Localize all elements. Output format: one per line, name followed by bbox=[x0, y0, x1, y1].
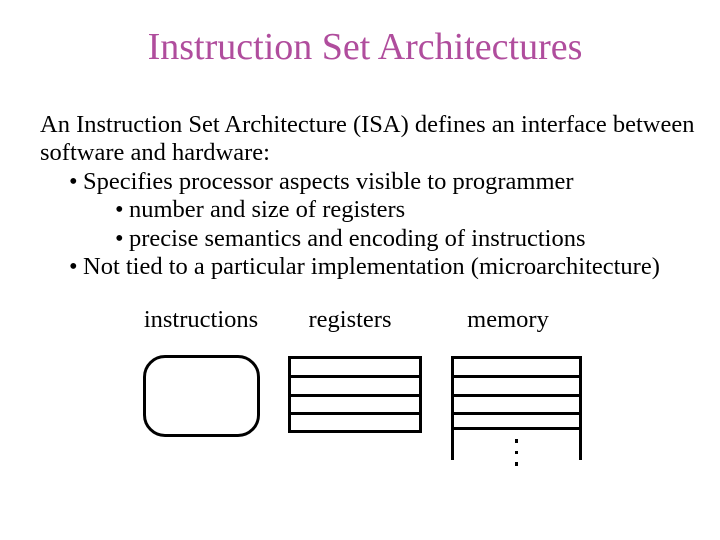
body-line-intro-2: software and hardware: bbox=[40, 139, 270, 167]
diagram-label-memory: memory bbox=[467, 306, 549, 333]
register-row-divider bbox=[288, 412, 422, 415]
bullet-marker: • bbox=[115, 224, 124, 252]
vertical-ellipsis-dot bbox=[514, 462, 518, 466]
instructions-shape bbox=[143, 355, 260, 437]
body-line-intro-1: An Instruction Set Architecture (ISA) de… bbox=[40, 111, 695, 138]
memory-row-line bbox=[451, 412, 582, 415]
memory-row-line bbox=[451, 394, 582, 397]
vertical-ellipsis-dot bbox=[514, 439, 518, 443]
memory-row-line bbox=[451, 356, 582, 359]
bullet-line: •Specifies processor aspects visible to … bbox=[40, 168, 710, 196]
diagram-label-registers: registers bbox=[308, 306, 392, 333]
bullet-text: number and size of registers bbox=[129, 196, 406, 224]
vertical-ellipsis-dot bbox=[514, 450, 518, 454]
bullet-text: precise semantics and encoding of instru… bbox=[129, 224, 586, 252]
memory-row-line bbox=[451, 375, 582, 378]
register-row-divider bbox=[288, 394, 422, 397]
memory-left-edge bbox=[451, 356, 454, 460]
register-row-divider bbox=[288, 375, 422, 378]
memory-row-line bbox=[451, 427, 582, 430]
bullet-line: •precise semantics and encoding of instr… bbox=[40, 225, 710, 253]
diagram-label-instructions: instructions bbox=[143, 306, 259, 333]
slide-title: Instruction Set Architectures bbox=[147, 26, 583, 68]
bullet-marker: • bbox=[69, 167, 78, 195]
bullet-marker: • bbox=[115, 196, 124, 224]
bullet-text: Specifies processor aspects visible to p… bbox=[83, 167, 574, 195]
memory-shape bbox=[451, 356, 582, 466]
body-text: An Instruction Set Architecture (ISA) de… bbox=[40, 111, 710, 281]
memory-right-edge bbox=[579, 356, 582, 460]
bullet-text: Not tied to a particular implementation … bbox=[83, 253, 660, 281]
registers-shape bbox=[288, 356, 422, 433]
bullet-marker: • bbox=[69, 253, 78, 281]
bullet-line: •number and size of registers bbox=[40, 196, 710, 224]
bullet-line: •Not tied to a particular implementation… bbox=[40, 253, 710, 281]
